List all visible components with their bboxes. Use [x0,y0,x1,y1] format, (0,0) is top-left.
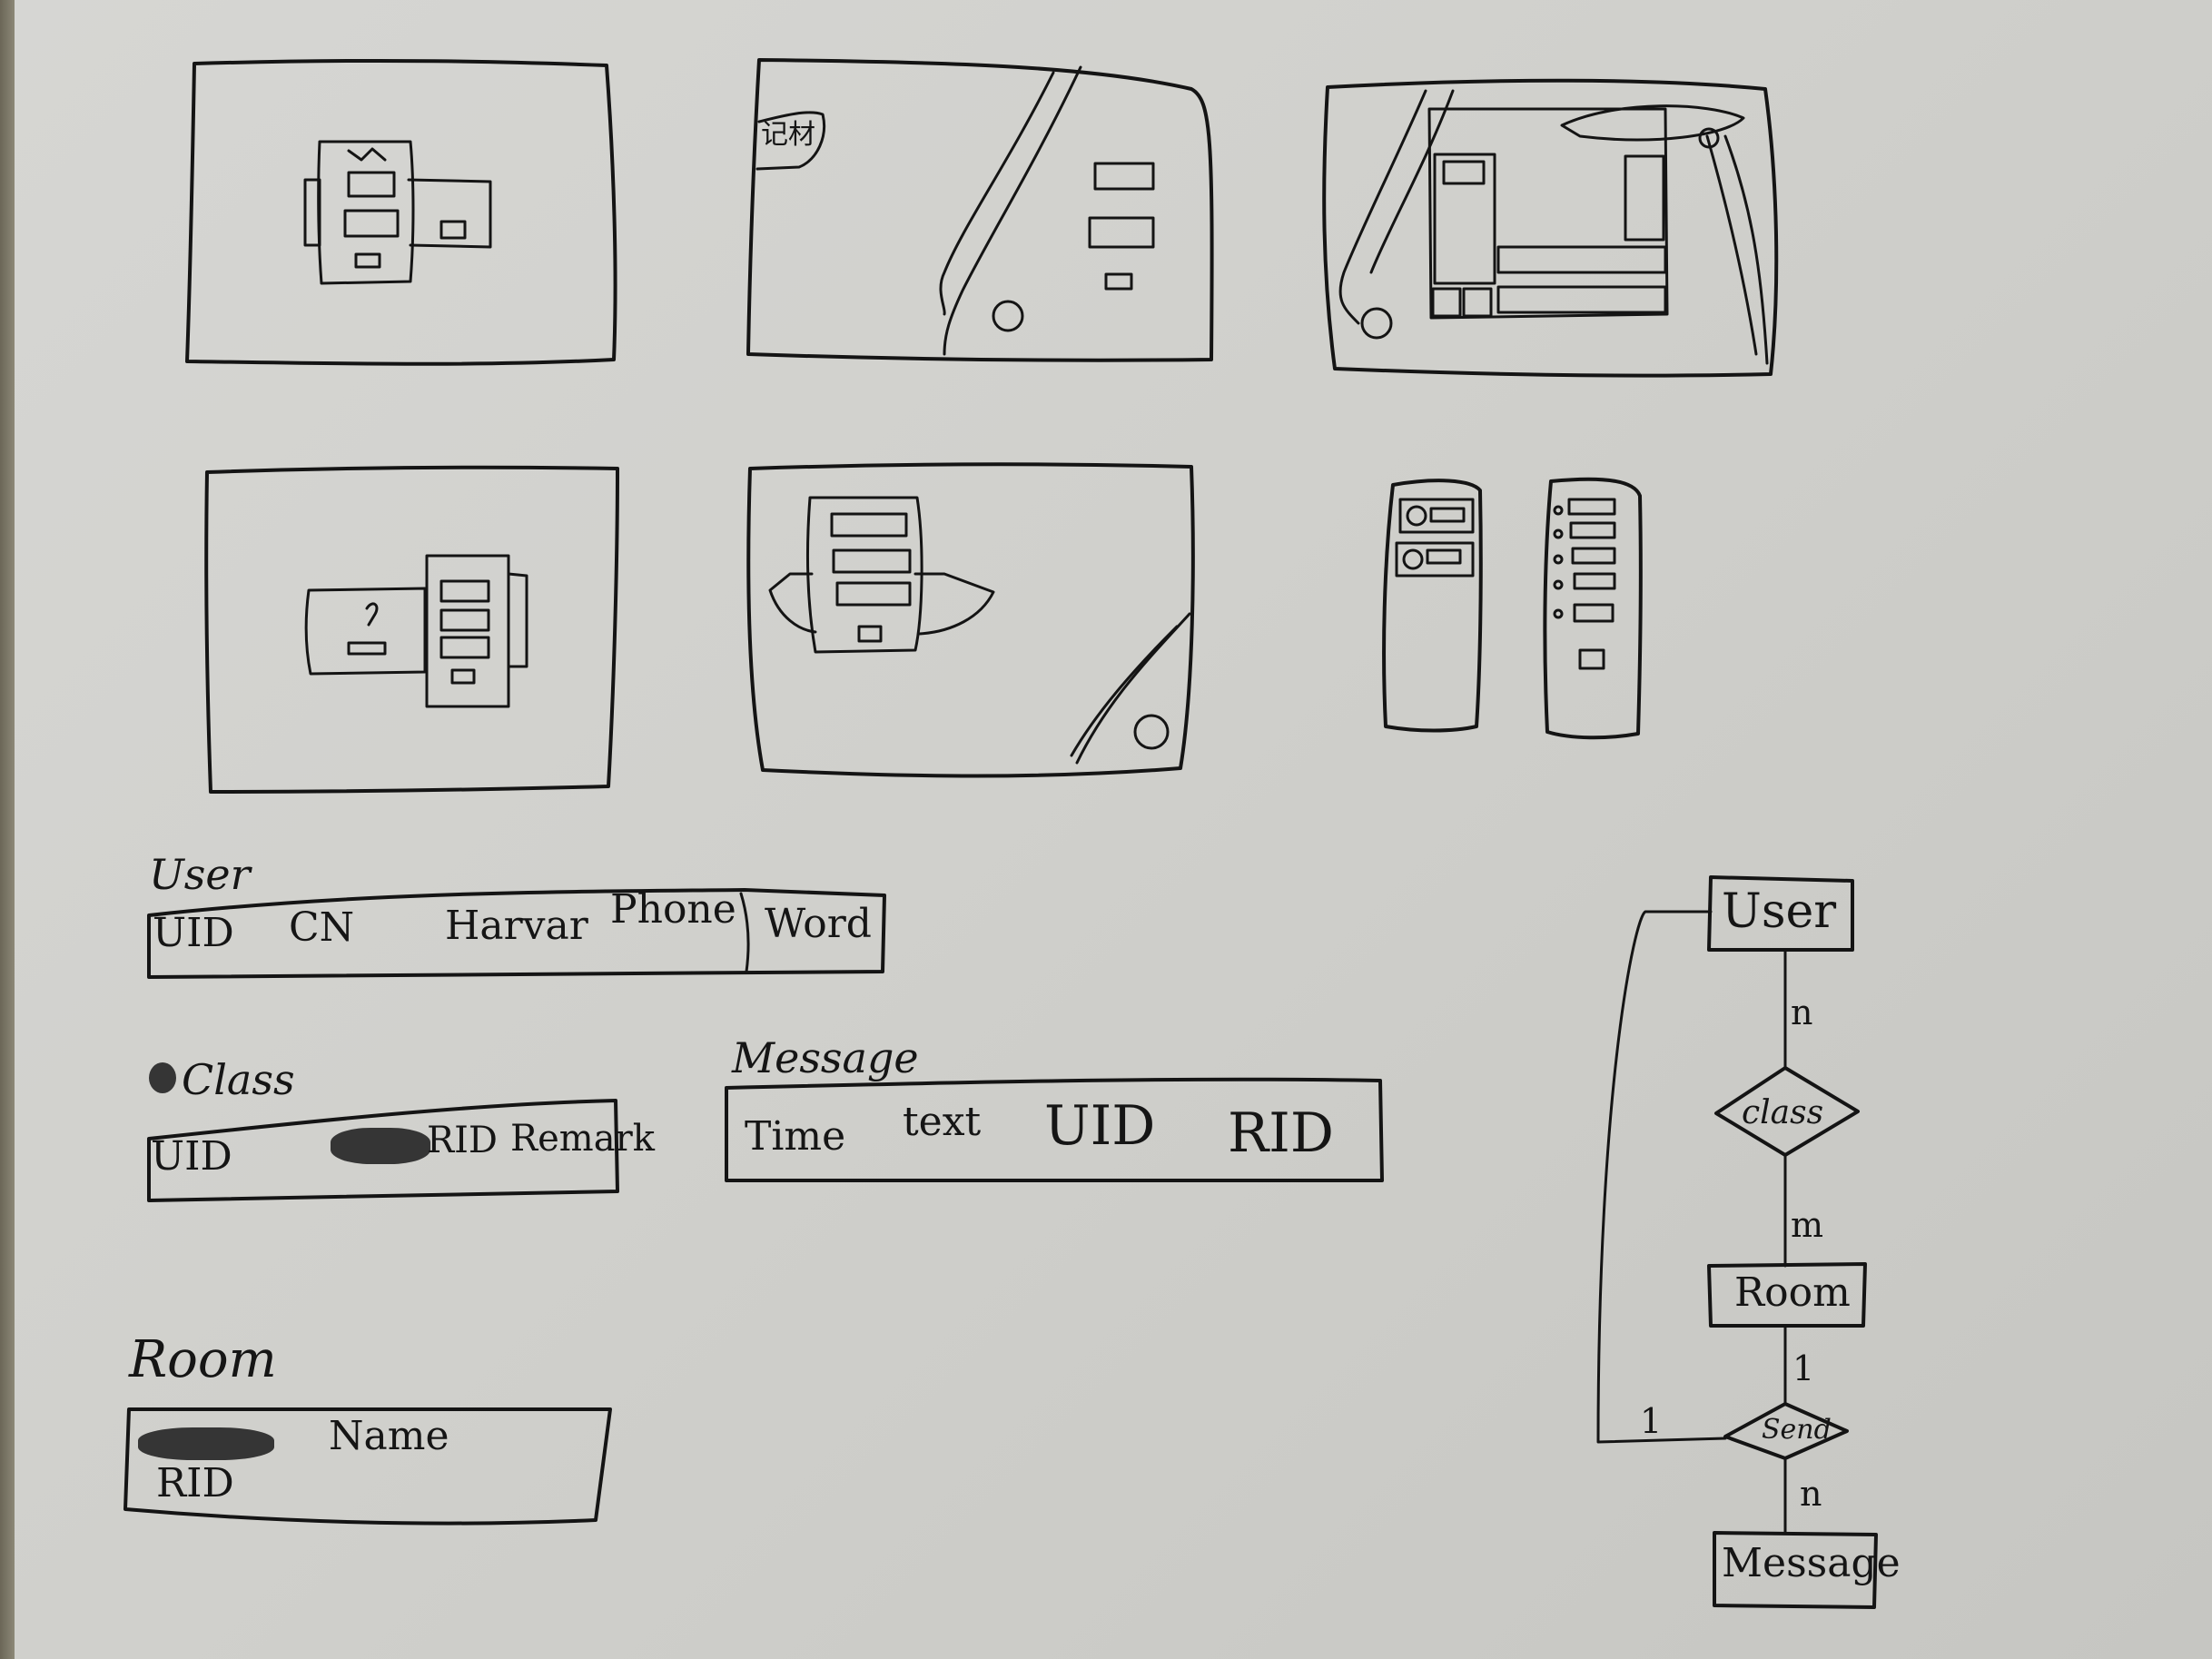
scribble-mark-class [331,1128,430,1164]
table-title-room: Room [129,1335,277,1386]
er-relationship-class: class [1742,1097,1823,1130]
table-outlines [125,890,1382,1524]
er-entity-user: User [1722,888,1836,935]
user-col-phone: Phone [610,890,736,930]
scribble-mark-room [138,1427,274,1460]
er-diagram-shapes [1598,877,1876,1607]
user-col-cn: CN [289,908,354,948]
wireframe-frame-4 [206,468,617,792]
er-card-class-room: m [1791,1208,1823,1242]
er-relationship-send: Send [1762,1417,1832,1444]
wireframe-frame-5 [748,464,1193,775]
message-col-text: text [903,1102,981,1142]
user-col-harvar: Harvar [445,906,588,946]
er-entity-room: Room [1734,1273,1851,1313]
scribble-mark-class-title [149,1062,176,1093]
wireframe-frame-6 [1384,479,1641,738]
user-col-word: Word [765,904,872,944]
er-card-room-send: 1 [1792,1351,1814,1386]
message-col-time: Time [745,1117,845,1157]
room-col-name: Name [329,1417,449,1457]
class-col-uid: UID [151,1137,232,1177]
sketch-label-top-left: 记材 [761,122,815,149]
room-col-rid: RID [156,1464,234,1504]
user-col-uid: UID [153,913,234,953]
class-col-remark: Remark [510,1121,655,1157]
er-entity-message: Message [1722,1544,1901,1584]
class-col-rid: RID [427,1122,498,1159]
wireframe-frame-3 [1324,81,1776,376]
er-card-user-send: 1 [1640,1404,1662,1438]
table-title-class: Class [182,1059,295,1101]
message-col-rid: RID [1228,1106,1334,1160]
er-card-user-class: n [1791,995,1812,1030]
wireframe-frame-2 [748,60,1212,360]
table-title-message: Message [732,1037,919,1079]
wireframe-frame-1 [187,61,616,364]
er-card-send-message: n [1800,1476,1822,1511]
message-col-uid: UID [1044,1099,1155,1153]
table-title-user: User [149,854,251,895]
